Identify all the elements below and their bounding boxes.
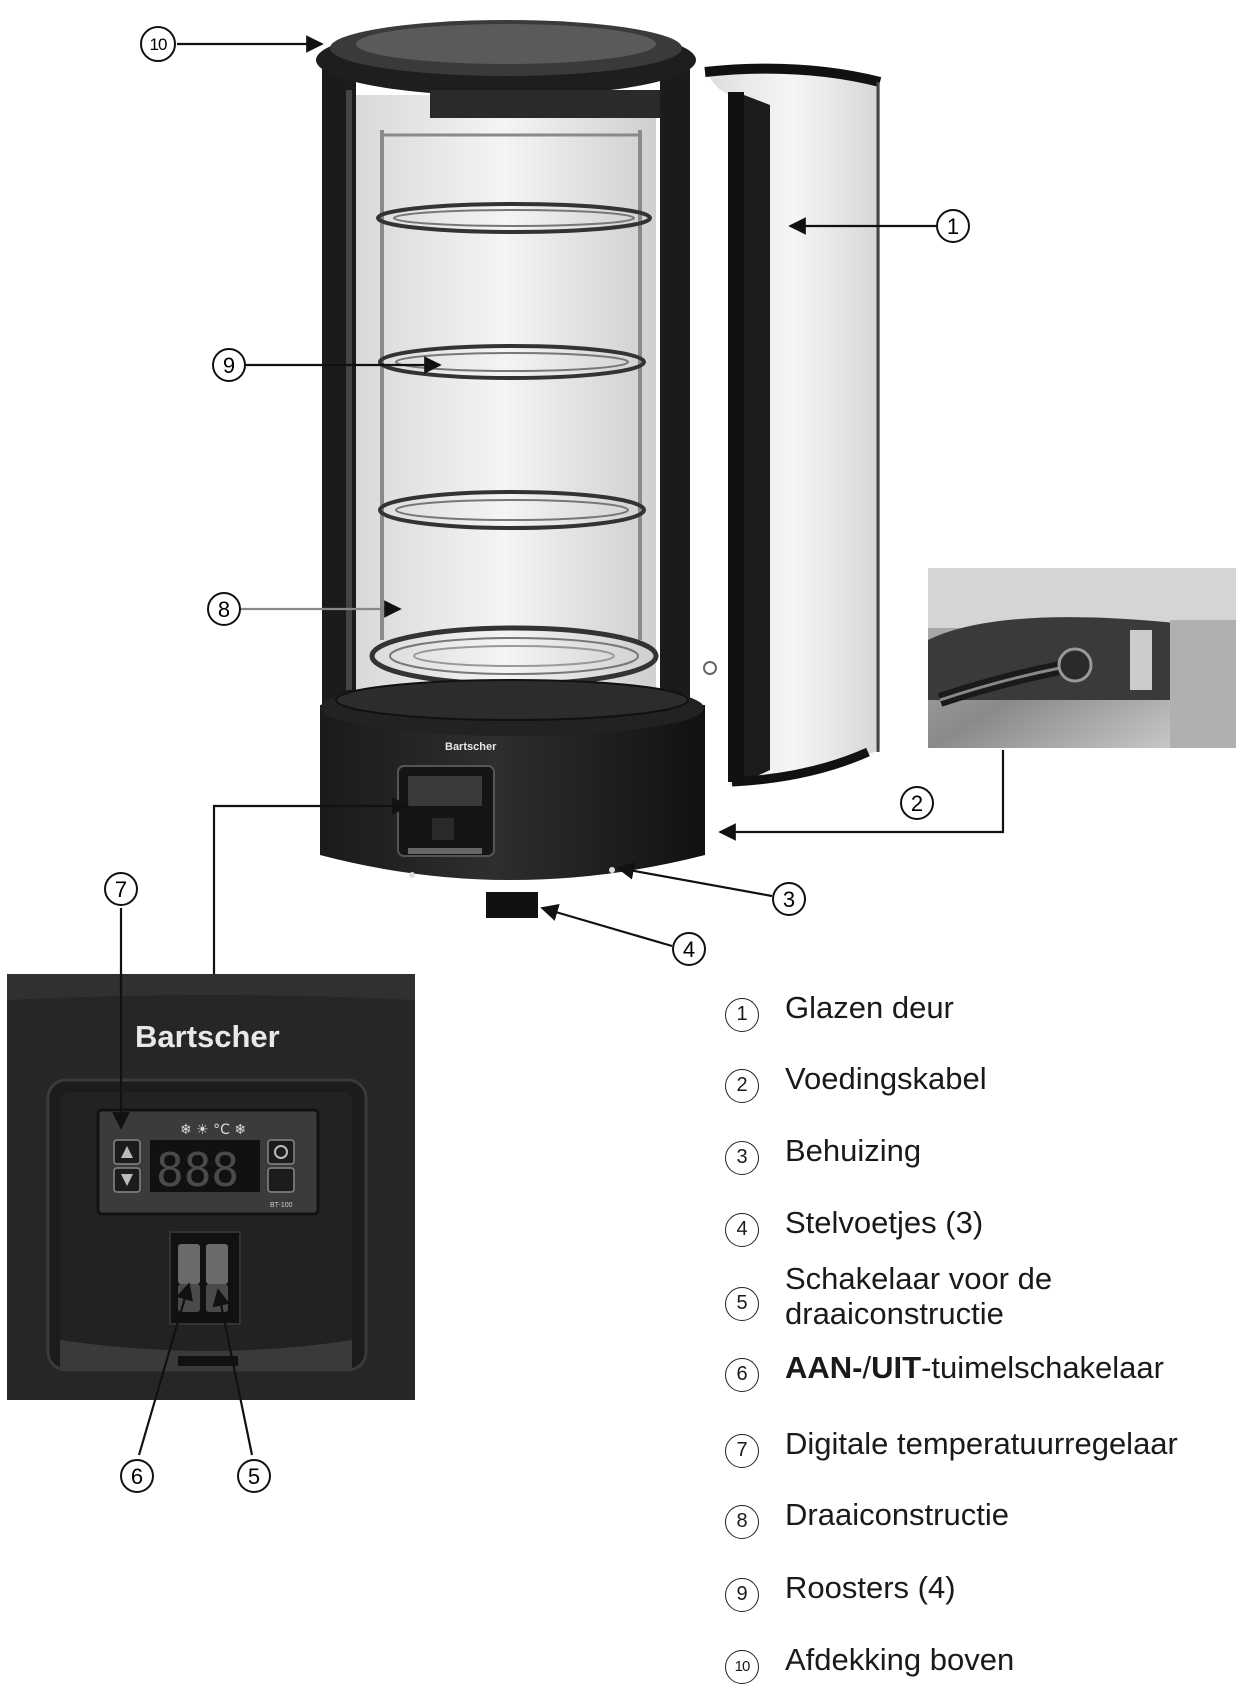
callout-7: 7 <box>104 872 138 906</box>
on-off-rocker-switch[interactable] <box>178 1244 200 1284</box>
legend-item-4: 4 Stelvoetjes (3) <box>725 1200 1225 1260</box>
display-digits: 888 <box>156 1143 239 1197</box>
legend-number: 1 <box>725 998 759 1032</box>
grill-shelf <box>376 202 652 234</box>
glass-cylinder <box>352 95 656 695</box>
callout-10: 10 <box>140 26 176 62</box>
up-arrow-icon <box>121 1146 133 1158</box>
legend-label: Behuizing <box>785 1133 922 1168</box>
small-logo: Bartscher <box>445 741 497 753</box>
legend-number: 6 <box>725 1358 759 1392</box>
legend-item-7: 7 Digitale temperatuurregelaar <box>725 1421 1225 1481</box>
top-cover <box>316 20 696 118</box>
grill-shelves <box>369 202 659 687</box>
svg-text:7: 7 <box>115 877 127 902</box>
legend-item-6: 6 AAN-/UIT-tuimelschakelaar <box>725 1345 1225 1405</box>
rocker-switches <box>169 1231 241 1325</box>
svg-text:9: 9 <box>223 353 235 378</box>
svg-text:8: 8 <box>218 597 230 622</box>
svg-text:10: 10 <box>150 35 167 54</box>
frame-pillar-right <box>660 60 690 710</box>
temperature-display <box>150 1140 260 1192</box>
grill-shelf <box>378 490 646 530</box>
legend-number: 7 <box>725 1434 759 1468</box>
legend-label: Roosters (4) <box>785 1570 956 1605</box>
svg-text:5: 5 <box>248 1464 260 1489</box>
callout-4: 4 <box>672 932 706 966</box>
legend-label: Glazen deur <box>785 990 954 1025</box>
legend-item-9: 9 Roosters (4) <box>725 1565 1225 1625</box>
callout-lines <box>112 35 1005 1456</box>
legend-label: Stelvoetjes (3) <box>785 1205 984 1240</box>
appliance-illustration: Bartscher <box>316 20 882 918</box>
control-panel-closeup: Bartscher ❄ ☀ °C ❄ 888 BT-100 <box>7 974 415 1400</box>
legend-item-10: 10 Afdekking boven <box>725 1637 1225 1697</box>
legend-number: 2 <box>725 1069 759 1103</box>
legend-item-5: 5 Schakelaar voor de draaiconstructie <box>725 1255 1225 1335</box>
down-arrow-icon <box>121 1174 133 1186</box>
legend-label-line1: Schakelaar voor de <box>785 1261 1053 1296</box>
svg-text:3: 3 <box>783 887 795 912</box>
legend-item-8: 8 Draaiconstructie <box>725 1492 1225 1552</box>
glass-door <box>703 63 882 787</box>
digital-temperature-controller: ❄ ☀ °C ❄ 888 BT-100 <box>96 1108 320 1216</box>
callout-9: 9 <box>212 348 246 382</box>
controller-model: BT-100 <box>270 1202 293 1209</box>
grill-shelf <box>378 344 646 380</box>
bartscher-logo: Bartscher <box>135 1019 280 1054</box>
callout-1: 1 <box>936 209 970 243</box>
legend-label: Draaiconstructie <box>785 1497 1009 1532</box>
power-icon <box>274 1145 288 1159</box>
legend-number: 10 <box>725 1650 759 1684</box>
power-cable-photo <box>928 568 1236 748</box>
legend-number: 5 <box>725 1287 759 1321</box>
set-button[interactable] <box>267 1167 295 1193</box>
legend-number: 9 <box>725 1578 759 1612</box>
adjustable-foot <box>486 892 538 918</box>
legend-label: AAN-/UIT-tuimelschakelaar <box>785 1350 1164 1385</box>
callout-5: 5 <box>237 1459 271 1493</box>
legend-label: Voedingskabel <box>785 1061 987 1096</box>
svg-text:1: 1 <box>947 214 959 239</box>
svg-text:2: 2 <box>911 791 923 816</box>
callout-3: 3 <box>772 882 806 916</box>
legend-item-1: 1 Glazen deur <box>725 985 1225 1045</box>
base-housing: Bartscher <box>320 679 705 880</box>
svg-text:6: 6 <box>131 1464 143 1489</box>
legend-label: Afdekking boven <box>785 1642 1015 1677</box>
legend-item-3: 3 Behuizing <box>725 1128 1225 1188</box>
callout-6: 6 <box>120 1459 154 1493</box>
callout-markers: 10 1 9 8 2 7 3 4 <box>104 26 970 1493</box>
svg-text:4: 4 <box>683 937 695 962</box>
callout-2: 2 <box>900 786 934 820</box>
legend-number: 8 <box>725 1505 759 1539</box>
legend-number: 3 <box>725 1141 759 1175</box>
legend-number: 4 <box>725 1213 759 1247</box>
legend-item-2: 2 Voedingskabel <box>725 1056 1225 1116</box>
rotation-rocker-switch[interactable] <box>206 1244 228 1284</box>
legend-label: Digitale temperatuurregelaar <box>785 1426 1178 1461</box>
callout-8: 8 <box>207 592 241 626</box>
legend-label-line2: draaiconstructie <box>785 1296 1004 1331</box>
controller-symbols: ❄ ☀ °C ❄ <box>180 1122 246 1138</box>
power-button[interactable] <box>267 1139 295 1165</box>
